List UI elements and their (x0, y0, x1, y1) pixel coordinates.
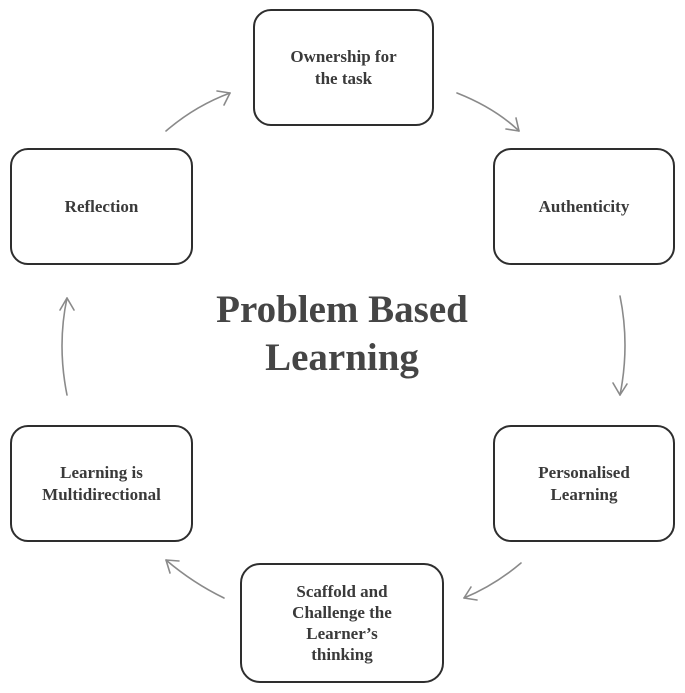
diagram-title: Problem Based Learning (216, 288, 468, 379)
node-ownership-for-the-task: Ownership for the task (253, 9, 434, 126)
node-scaffold-and-challenge: Scaffold and Challenge the Learner’s thi… (240, 563, 444, 683)
arrow-ownership-to-authenticity (456, 92, 520, 132)
node-label: Authenticity (538, 196, 630, 216)
node-learning-is-multidirectional: Learning is Multidirectional (10, 425, 193, 542)
arrow-multidirectional-to-reflection (59, 297, 75, 396)
node-personalised-learning: Personalised Learning (493, 425, 675, 542)
arrow-authenticity-to-personalised (612, 295, 628, 396)
arrow-reflection-to-ownership (165, 90, 231, 132)
arrow-scaffold-to-multidirectional (165, 559, 225, 599)
node-authenticity: Authenticity (493, 148, 675, 265)
node-label: Ownership for the task (290, 47, 397, 88)
node-label: Reflection (64, 196, 139, 216)
node-label: Learning is Multidirectional (42, 463, 161, 504)
arrow-personalised-to-scaffold (463, 562, 522, 601)
node-reflection: Reflection (10, 148, 193, 265)
node-label: Scaffold and Challenge the Learner’s thi… (292, 581, 392, 665)
node-label: Personalised Learning (538, 463, 630, 504)
